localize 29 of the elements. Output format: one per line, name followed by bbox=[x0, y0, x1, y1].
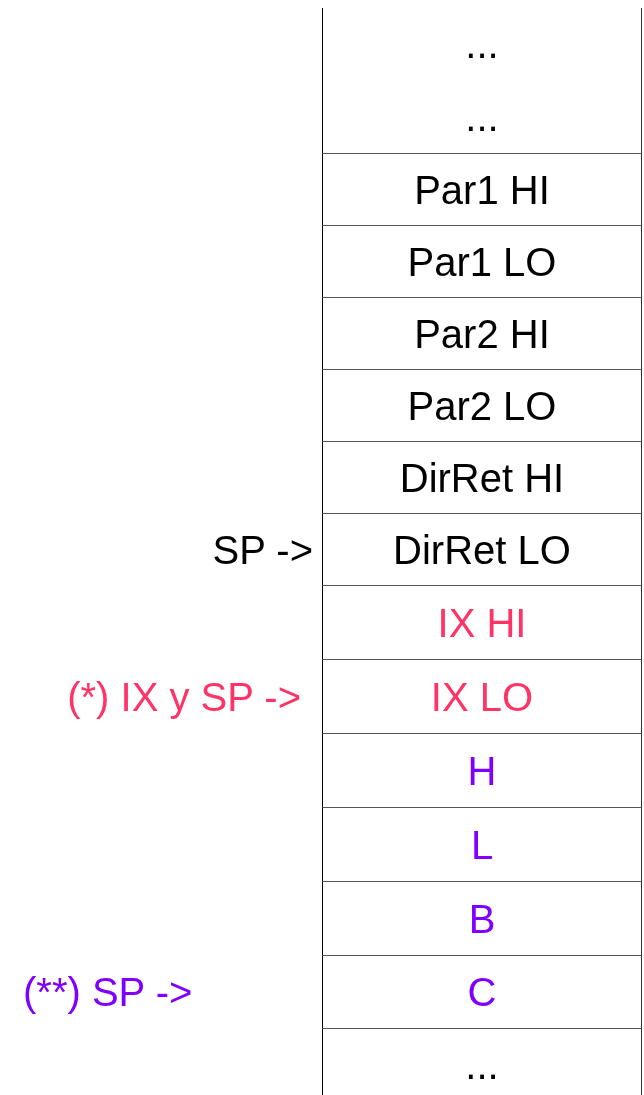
cell-text: ... bbox=[465, 21, 499, 68]
stack-cell bbox=[322, 881, 642, 955]
stack-cell bbox=[322, 225, 642, 297]
stack-cell bbox=[322, 8, 642, 153]
stack-cell bbox=[322, 297, 642, 369]
pointer-label: SP -> bbox=[212, 526, 313, 573]
cell-text: Par1 LO bbox=[407, 238, 557, 285]
stack-cell bbox=[322, 153, 642, 225]
cell-text: B bbox=[468, 895, 496, 942]
cell-text: Par2 LO bbox=[407, 382, 557, 429]
cell-text: L bbox=[470, 821, 494, 868]
stack-cell bbox=[322, 733, 642, 807]
cell-text: IX HI bbox=[437, 599, 527, 646]
cell-text: DirRet LO bbox=[393, 526, 571, 573]
cell-text: IX LO bbox=[430, 673, 534, 720]
cell-text: ... bbox=[465, 1041, 499, 1088]
stack-cell bbox=[322, 585, 642, 659]
stack-cell bbox=[322, 807, 642, 881]
pointer-label: (**) SP -> bbox=[23, 969, 193, 1015]
cell-text: C bbox=[467, 969, 497, 1015]
cell-text: ... bbox=[465, 93, 499, 140]
stack-cell bbox=[322, 441, 642, 513]
pointer-label: (*) IX y SP -> bbox=[67, 673, 301, 720]
cell-text: DirRet HI bbox=[399, 454, 565, 501]
stack-cell bbox=[322, 369, 642, 441]
stack-cell bbox=[322, 1028, 642, 1095]
cell-text: Par2 HI bbox=[414, 310, 550, 357]
cell-text: H bbox=[467, 747, 497, 794]
cell-text: Par1 HI bbox=[414, 166, 550, 213]
